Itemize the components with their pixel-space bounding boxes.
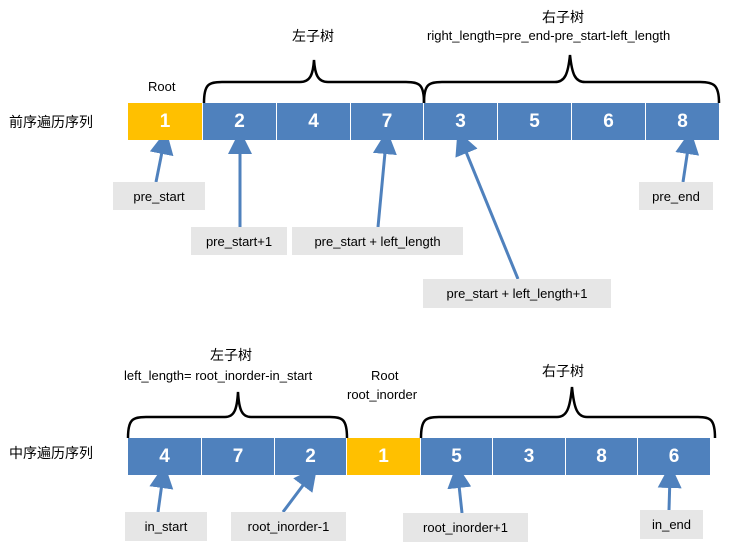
arrow-pre-start (149, 130, 174, 183)
in-root-inorder-label: root_inorder (347, 387, 418, 402)
pre-root-label: Root (148, 79, 176, 94)
in-cell: 1 (347, 438, 421, 475)
root-inorder-plus-1-tag: root_inorder+1 (403, 513, 528, 542)
in-left-length-formula: left_length= root_inorder-in_start (124, 368, 313, 383)
in-cell: 7 (202, 438, 275, 475)
pre-start-left-length-plus-1-tag: pre_start + left_length+1 (423, 279, 611, 308)
pre-start-tag: pre_start (113, 182, 205, 210)
pre-right-length-formula: right_length=pre_end-pre_start-left_leng… (427, 28, 671, 43)
pre-cell: 2 (203, 103, 277, 140)
arrow-root-inorder-plus-1 (447, 464, 472, 514)
pre-cell: 5 (498, 103, 572, 140)
in-cell: 5 (421, 438, 493, 475)
pre-cell: 8 (646, 103, 719, 140)
arrow-root-inorder-minus-1 (281, 466, 318, 513)
arrow-in-end (657, 464, 682, 511)
pre-right-subtree-brace (422, 54, 721, 104)
in-left-subtree-title: 左子树 (210, 348, 252, 364)
in-cell: 4 (128, 438, 202, 475)
pre-right-subtree-title: 右子树 (542, 10, 584, 26)
pre-left-subtree-brace (202, 59, 426, 104)
pre-cell: 1 (128, 103, 203, 140)
in-end-tag: in_end (640, 510, 703, 539)
in-cell: 2 (275, 438, 347, 475)
in-root-label: Root (371, 368, 399, 383)
root-inorder-minus-1-tag: root_inorder-1 (231, 512, 346, 541)
in-cell: 8 (566, 438, 638, 475)
in-left-subtree-brace (126, 391, 349, 439)
arrow-pre-start-left-length-plus-1 (455, 130, 520, 280)
arrow-in-start (149, 464, 174, 513)
in-right-subtree-title: 右子树 (542, 364, 584, 380)
pre-cell: 6 (572, 103, 646, 140)
in-right-subtree-brace (419, 386, 717, 439)
pre-start-left-length-tag: pre_start + left_length (292, 227, 463, 255)
in-cell: 3 (493, 438, 566, 475)
in-start-tag: in_start (125, 512, 207, 541)
arrow-pre-start-left-length (372, 130, 397, 228)
pre-start-plus-1-tag: pre_start+1 (191, 227, 287, 255)
in-cell: 6 (638, 438, 710, 475)
arrow-pre-end (675, 130, 700, 183)
pre-cell: 3 (424, 103, 498, 140)
inorder-row-label: 中序遍历序列 (9, 446, 93, 462)
pre-end-tag: pre_end (639, 182, 713, 210)
pre-cell: 7 (351, 103, 424, 140)
pre-cell: 4 (277, 103, 351, 140)
preorder-row-label: 前序遍历序列 (9, 115, 93, 131)
pre-left-subtree-title: 左子树 (292, 29, 334, 45)
